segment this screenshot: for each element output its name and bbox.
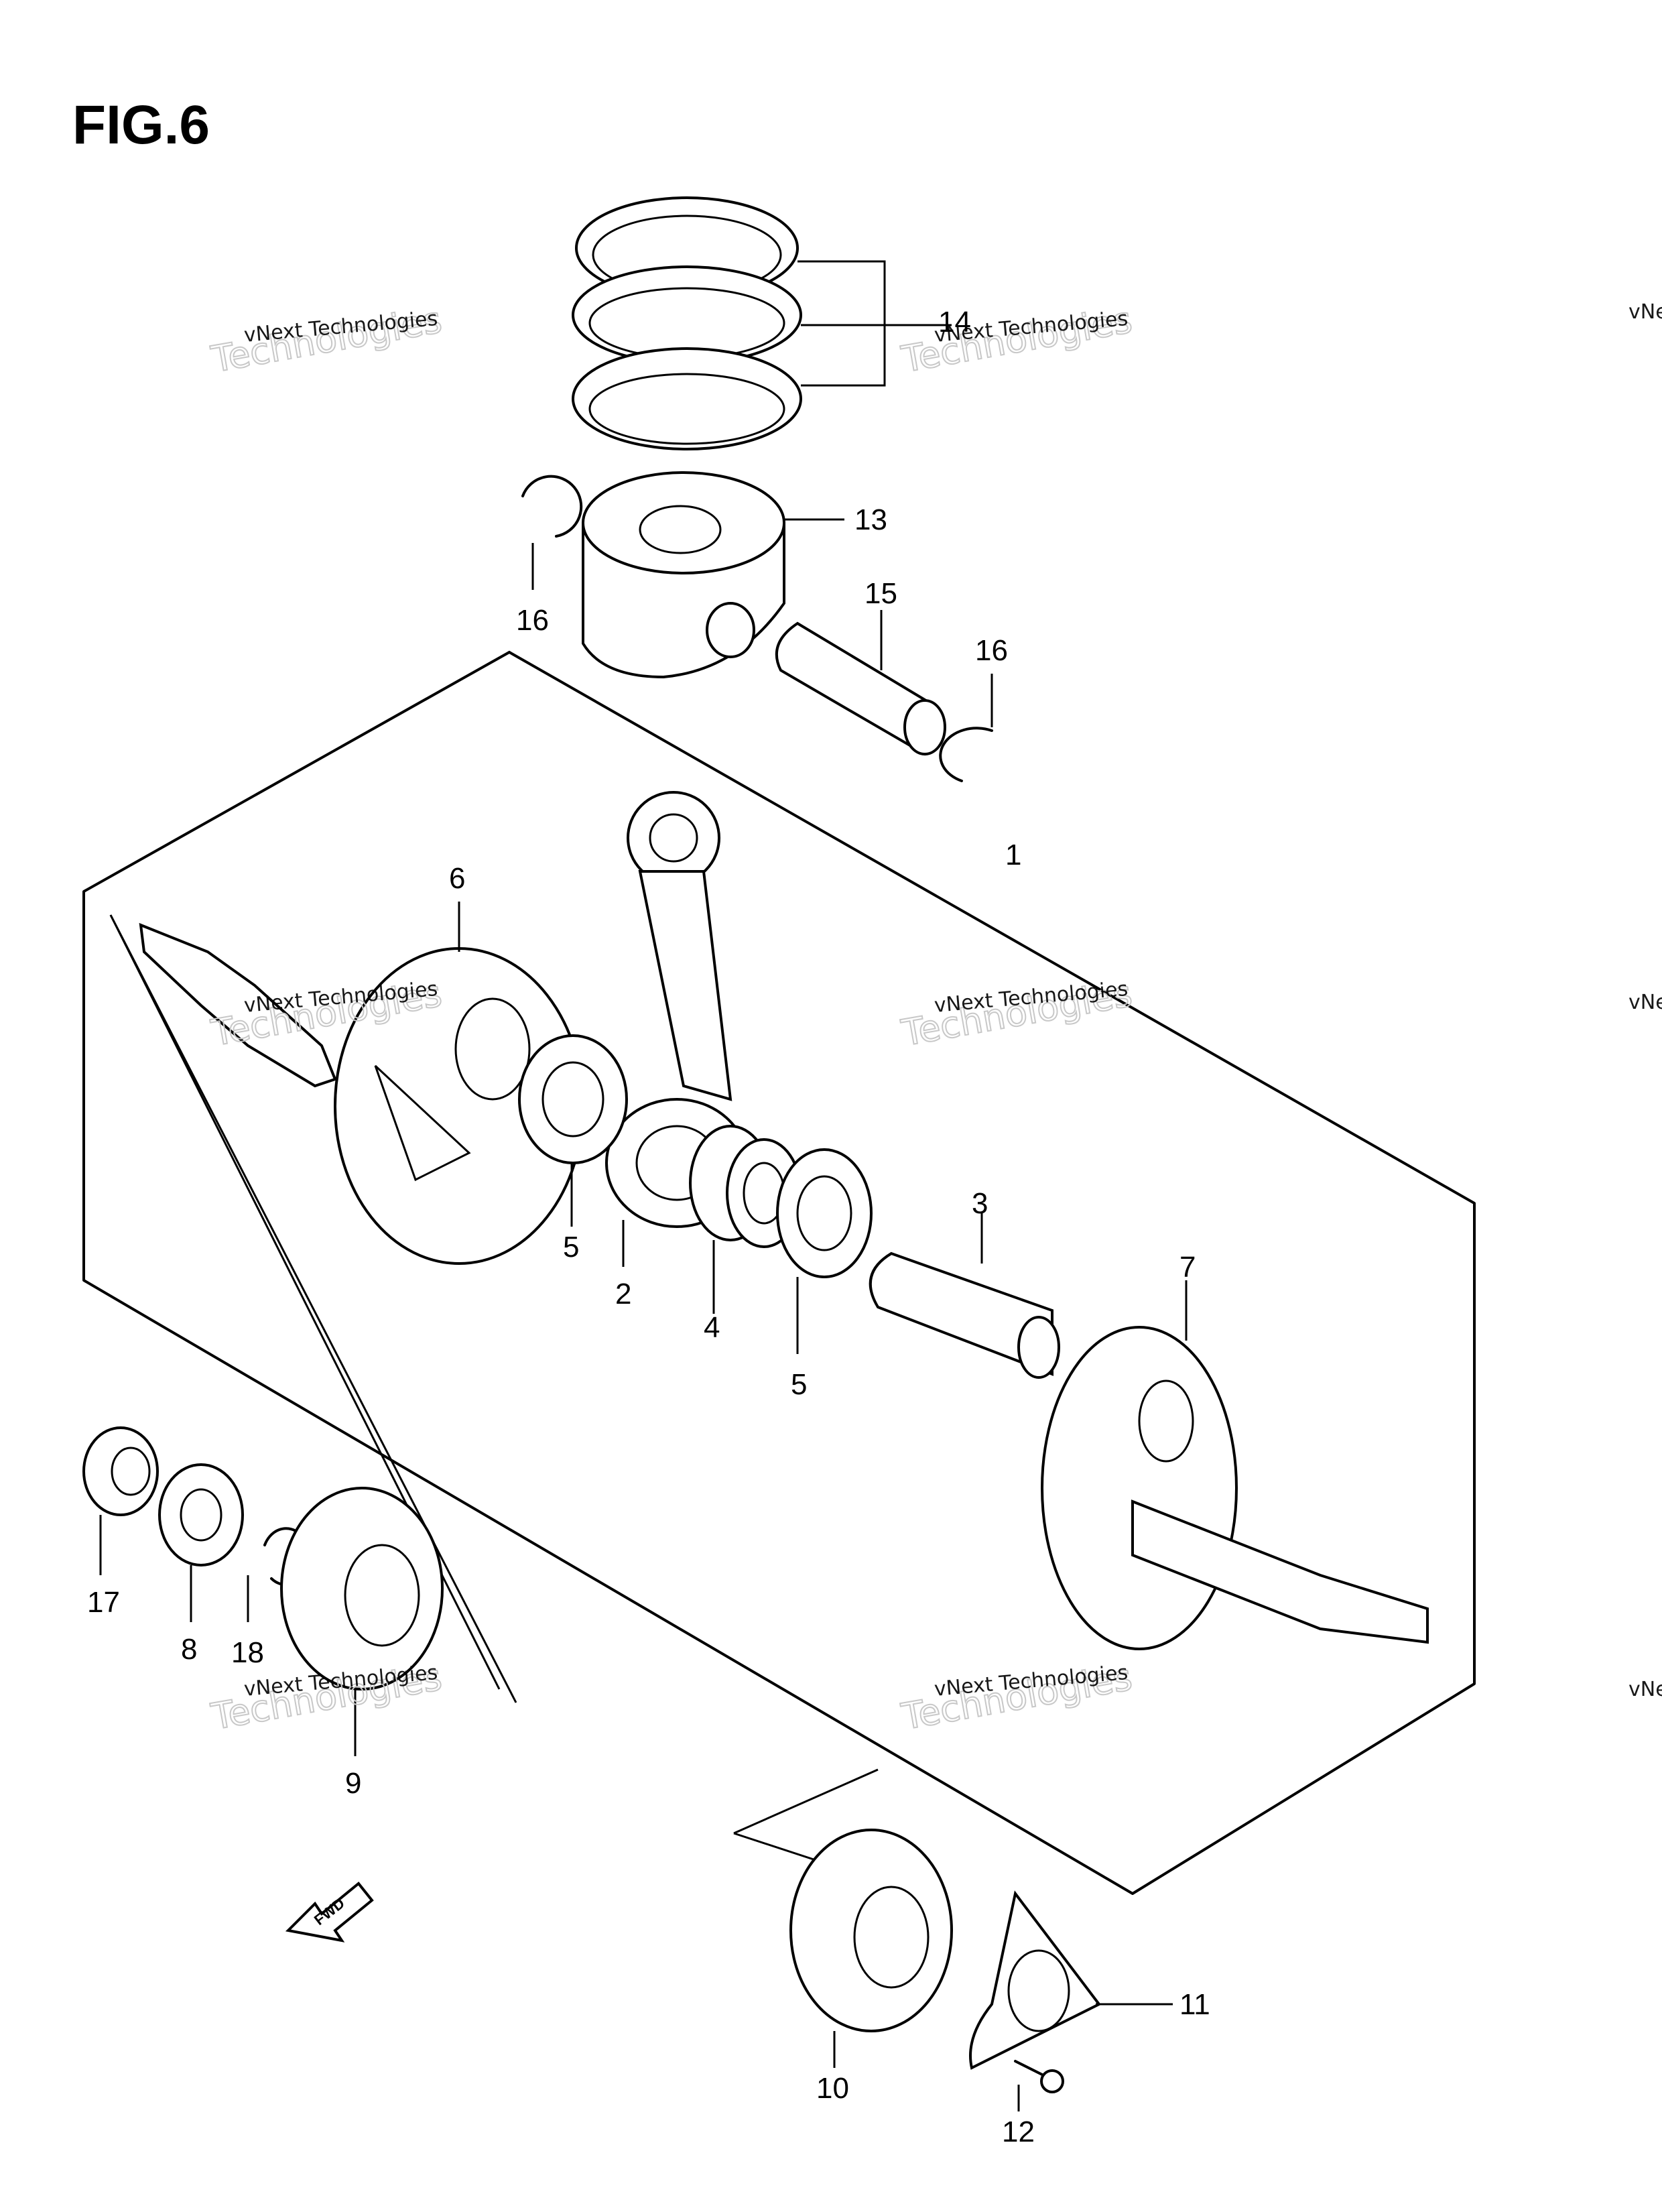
crank-web-left [139,902,584,1265]
bearing-small [158,1463,244,1622]
callout-7: 7 [1179,1251,1196,1284]
figure-title: FIG.6 [72,95,210,156]
watermark-edge-1: vNext [1628,300,1662,324]
retainer-plate [969,1890,1173,2070]
callout-5b: 5 [791,1368,807,1401]
callout-12: 12 [1002,2115,1035,2148]
thrust-washer-right [776,1148,873,1354]
crank-pin [869,1213,1060,1379]
callout-10: 10 [816,2072,849,2105]
callout-8: 8 [181,1633,197,1666]
thrust-washer-left [518,1034,628,1227]
callout-1: 1 [1005,839,1021,871]
watermark-edge-3: vNext [1628,1678,1662,1701]
callout-18: 18 [231,1636,264,1669]
screw [1014,2060,1064,2111]
callout-14: 14 [938,306,971,339]
bearing-left [280,1487,444,1756]
piston-pin [775,610,946,756]
callout-4: 4 [704,1311,720,1344]
circlip-top [521,475,583,590]
circlip-right [939,674,993,782]
callout-2: 2 [615,1278,631,1310]
callout-16b: 16 [975,634,1008,667]
callout-9: 9 [345,1767,361,1800]
callout-15: 15 [865,577,897,610]
watermark-edge-2: vNext [1628,991,1662,1014]
bearing-right [789,1829,953,2068]
callout-3: 3 [972,1187,988,1220]
callout-labels: 1 2 3 4 5 5 6 7 8 9 10 11 12 13 14 15 16… [87,306,1210,2148]
callout-6: 6 [449,862,465,895]
callout-13: 13 [854,503,887,536]
oil-seal [82,1426,159,1575]
piston-rings [572,196,952,450]
crank-web-right [1041,1280,1429,1650]
callout-16a: 16 [516,604,549,637]
piston [582,471,844,679]
callout-11: 11 [1179,1988,1210,2021]
fwd-arrow: FWD [285,1882,374,1943]
callout-5a: 5 [563,1231,579,1264]
callout-17: 17 [87,1586,120,1619]
